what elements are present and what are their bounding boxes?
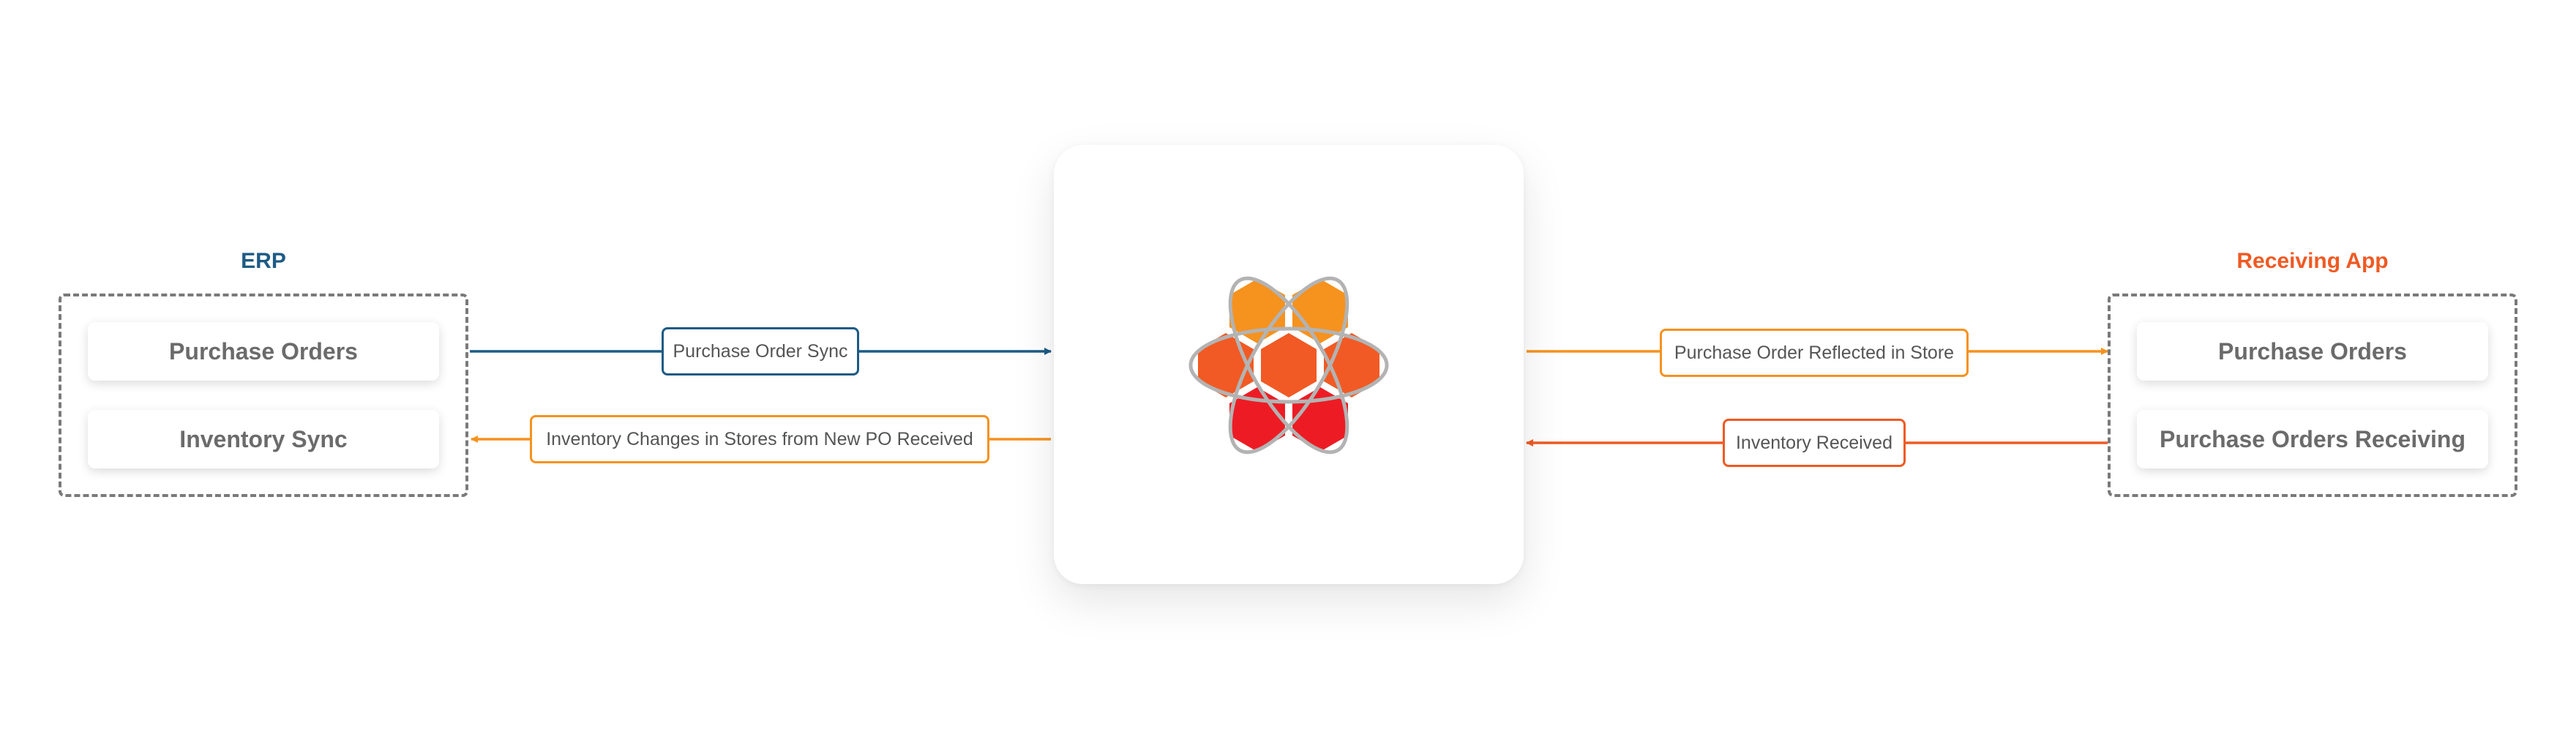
erp-title: ERP (241, 249, 286, 273)
flow-label-inventory-received: Inventory Received (1723, 419, 1906, 467)
receiving-purchase-orders-card[interactable]: Purchase Orders (2137, 322, 2488, 381)
flow-label-purchase-order-sync: Purchase Order Sync (662, 327, 859, 376)
receiving-app-group (2108, 294, 2517, 497)
flow-label-inventory-changes: Inventory Changes in Stores from New PO … (530, 415, 989, 463)
flow-label-po-reflected-in-store: Purchase Order Reflected in Store (1660, 329, 1969, 377)
erp-purchase-orders-card[interactable]: Purchase Orders (88, 322, 439, 381)
erp-inventory-sync-card[interactable]: Inventory Sync (88, 410, 439, 468)
hexagon-atom-logo-icon (1188, 276, 1389, 455)
integration-hub (1054, 145, 1524, 584)
receiving-purchase-orders-receiving-card[interactable]: Purchase Orders Receiving (2137, 410, 2488, 468)
erp-group (59, 294, 468, 497)
receiving-app-title: Receiving App (2236, 249, 2389, 273)
